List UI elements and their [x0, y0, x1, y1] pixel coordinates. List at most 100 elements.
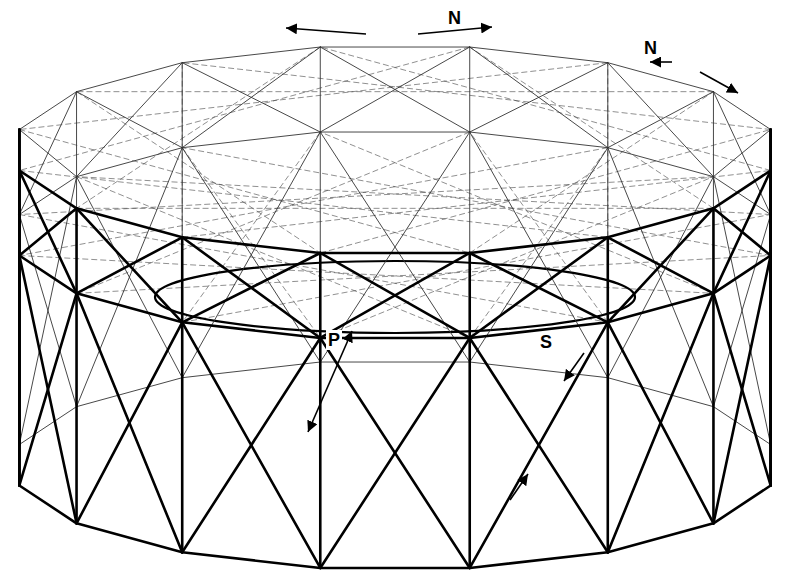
- back-strut: [182, 63, 320, 132]
- front-strut: [606, 237, 609, 322]
- back-strut: [320, 132, 469, 362]
- back-strut: [77, 63, 183, 177]
- front-strut: [19, 255, 76, 523]
- interior-cable: [77, 208, 714, 209]
- front-strut: [608, 293, 714, 322]
- back-strut: [320, 132, 321, 362]
- back-strut: [77, 92, 183, 148]
- back-strut: [470, 47, 608, 63]
- interior-cable: [182, 148, 320, 338]
- force-arrow: [700, 72, 738, 93]
- front-strut: [608, 293, 714, 552]
- back-strut: [470, 47, 608, 148]
- interior-cable: [182, 132, 320, 322]
- front-strut: [320, 338, 469, 568]
- back-strut: [19, 92, 76, 215]
- front-strut: [182, 338, 320, 552]
- front-strut: [320, 253, 469, 338]
- front-strut: [182, 253, 320, 322]
- front-strut: [470, 552, 608, 568]
- interior-cable: [77, 47, 321, 208]
- back-strut: [77, 63, 183, 92]
- front-strut: [75, 293, 78, 523]
- interior-cable: [19, 148, 607, 256]
- inner-ring: [155, 261, 635, 333]
- interior-cable: [182, 215, 770, 323]
- interior-cable: [182, 63, 770, 130]
- front-strut: [320, 338, 469, 568]
- back-strut: [320, 132, 469, 133]
- force-arrow: [286, 28, 366, 34]
- back-strut: [320, 47, 469, 132]
- structure-members: [19, 47, 770, 568]
- front-strut: [18, 170, 21, 255]
- back-strut: [608, 63, 714, 92]
- front-strut: [470, 237, 608, 253]
- back-strut: [470, 132, 608, 378]
- front-strut: [320, 337, 469, 340]
- front-strut: [712, 208, 715, 293]
- back-strut: [320, 132, 469, 362]
- back-strut: [182, 132, 320, 378]
- front-strut: [608, 523, 714, 552]
- interior-cable: [77, 177, 470, 338]
- front-strut: [75, 208, 78, 293]
- front-strut: [319, 253, 322, 338]
- front-strut: [470, 322, 608, 568]
- back-strut: [77, 378, 183, 407]
- front-strut: [470, 237, 608, 338]
- front-strut: [77, 237, 183, 293]
- back-strut: [19, 177, 76, 445]
- front-strut: [713, 255, 770, 523]
- front-strut: [77, 293, 183, 552]
- interior-cable: [320, 47, 770, 170]
- front-strut: [713, 485, 770, 523]
- back-strut: [608, 148, 714, 407]
- interior-cable: [19, 170, 607, 237]
- back-strut: [77, 148, 183, 407]
- interior-cable: [470, 132, 608, 322]
- back-strut: [77, 148, 183, 177]
- front-strut: [769, 215, 772, 445]
- front-strut: [19, 170, 76, 293]
- front-strut: [77, 208, 183, 322]
- front-strut: [18, 255, 21, 485]
- interior-cable: [77, 91, 714, 92]
- front-strut: [181, 237, 184, 322]
- front-strut: [77, 293, 183, 322]
- front-strut: [182, 237, 320, 338]
- interior-cable: [320, 130, 770, 253]
- front-strut: [712, 293, 715, 523]
- interior-cable: [19, 63, 607, 130]
- back-strut: [713, 92, 770, 215]
- front-strut: [19, 208, 76, 255]
- force-arrow: [564, 353, 584, 381]
- back-strut: [182, 148, 320, 362]
- interior-cable: [182, 170, 770, 237]
- force-arrow: [418, 27, 492, 34]
- interior-cable: [470, 47, 714, 208]
- front-strut: [77, 322, 183, 523]
- front-strut: [608, 208, 714, 237]
- front-strut: [320, 252, 469, 255]
- back-strut: [182, 132, 320, 148]
- back-strut: [608, 63, 714, 177]
- back-strut: [182, 63, 183, 148]
- front-strut: [468, 253, 471, 338]
- interior-cable: [320, 132, 713, 293]
- front-strut: [769, 130, 772, 215]
- back-strut: [320, 47, 321, 132]
- front-strut: [713, 170, 770, 293]
- back-strut: [320, 47, 469, 48]
- front-strut: [606, 322, 609, 552]
- back-strut: [182, 47, 320, 63]
- back-strut: [469, 47, 470, 132]
- front-strut: [77, 208, 183, 237]
- front-strut: [608, 208, 714, 322]
- force-label: S: [538, 332, 554, 352]
- back-strut: [469, 132, 470, 362]
- front-strut: [182, 237, 320, 253]
- back-strut: [608, 148, 714, 177]
